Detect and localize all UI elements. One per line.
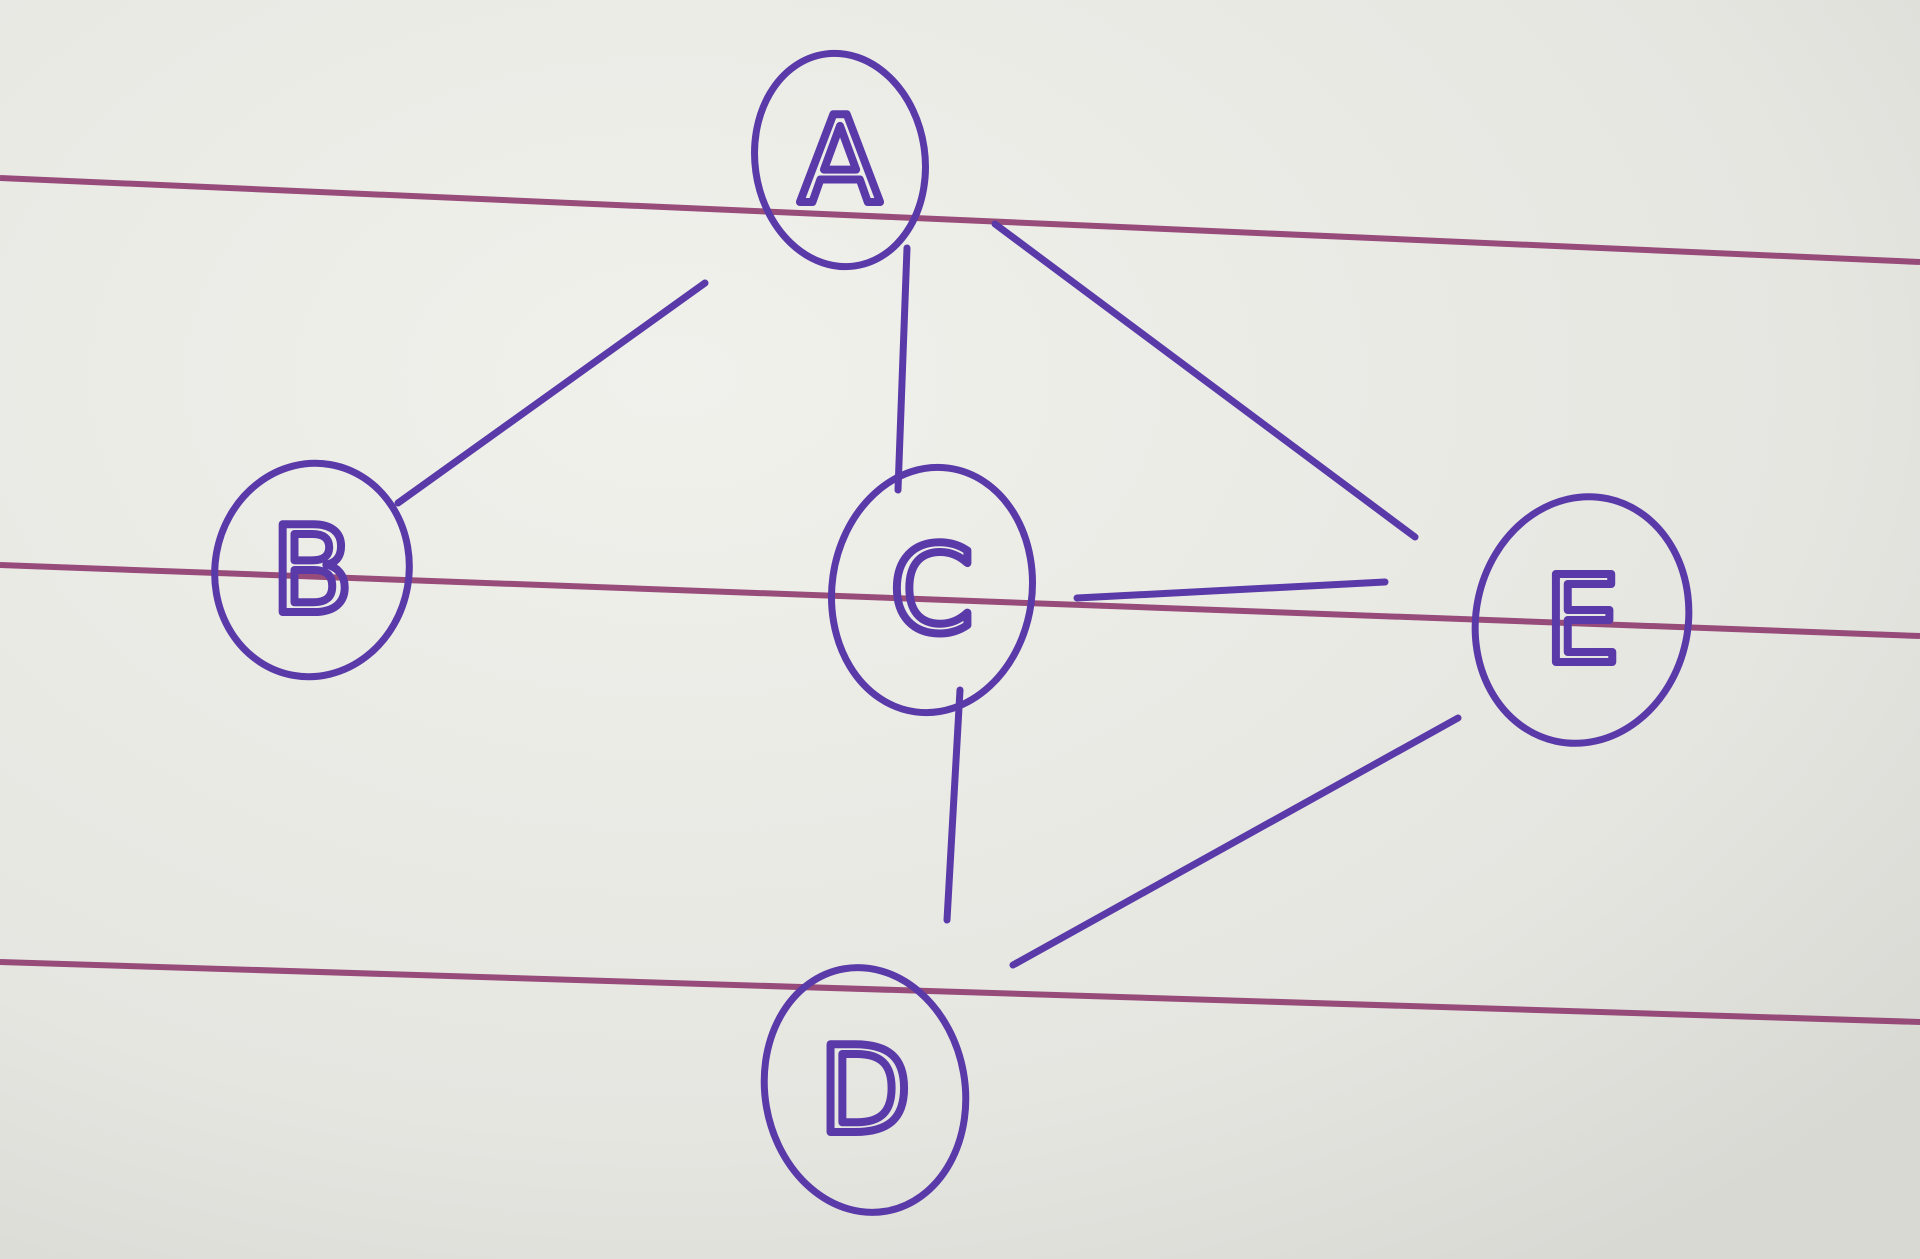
node-circle xyxy=(751,49,929,271)
node-a: A xyxy=(751,49,929,271)
node-label: A xyxy=(799,92,881,231)
node-circle xyxy=(760,964,970,1216)
node-c: C xyxy=(828,463,1036,717)
node-e: E xyxy=(1471,493,1693,747)
ruled-line-1 xyxy=(0,175,1920,265)
graph-edges xyxy=(394,220,1462,969)
node-label: D xyxy=(819,1022,911,1161)
edge-a-b xyxy=(394,279,709,507)
node-d: D xyxy=(760,964,970,1216)
ruled-line-2 xyxy=(0,562,1920,639)
edge-c-d xyxy=(943,686,964,924)
edge-a-e xyxy=(991,220,1419,541)
ruled-line-3 xyxy=(0,959,1920,1025)
edge-a-c xyxy=(894,244,911,494)
node-label: B xyxy=(271,502,353,641)
edge-c-e xyxy=(1073,578,1389,602)
edge-d-e xyxy=(1009,714,1462,969)
ruled-lines xyxy=(0,175,1920,1025)
node-circle xyxy=(211,459,413,681)
node-label: E xyxy=(1544,552,1620,691)
node-label: C xyxy=(890,522,974,661)
graph-nodes: A B C D E xyxy=(211,49,1693,1216)
node-b: B xyxy=(211,459,413,681)
node-circle xyxy=(1471,493,1693,747)
node-circle xyxy=(828,463,1036,717)
